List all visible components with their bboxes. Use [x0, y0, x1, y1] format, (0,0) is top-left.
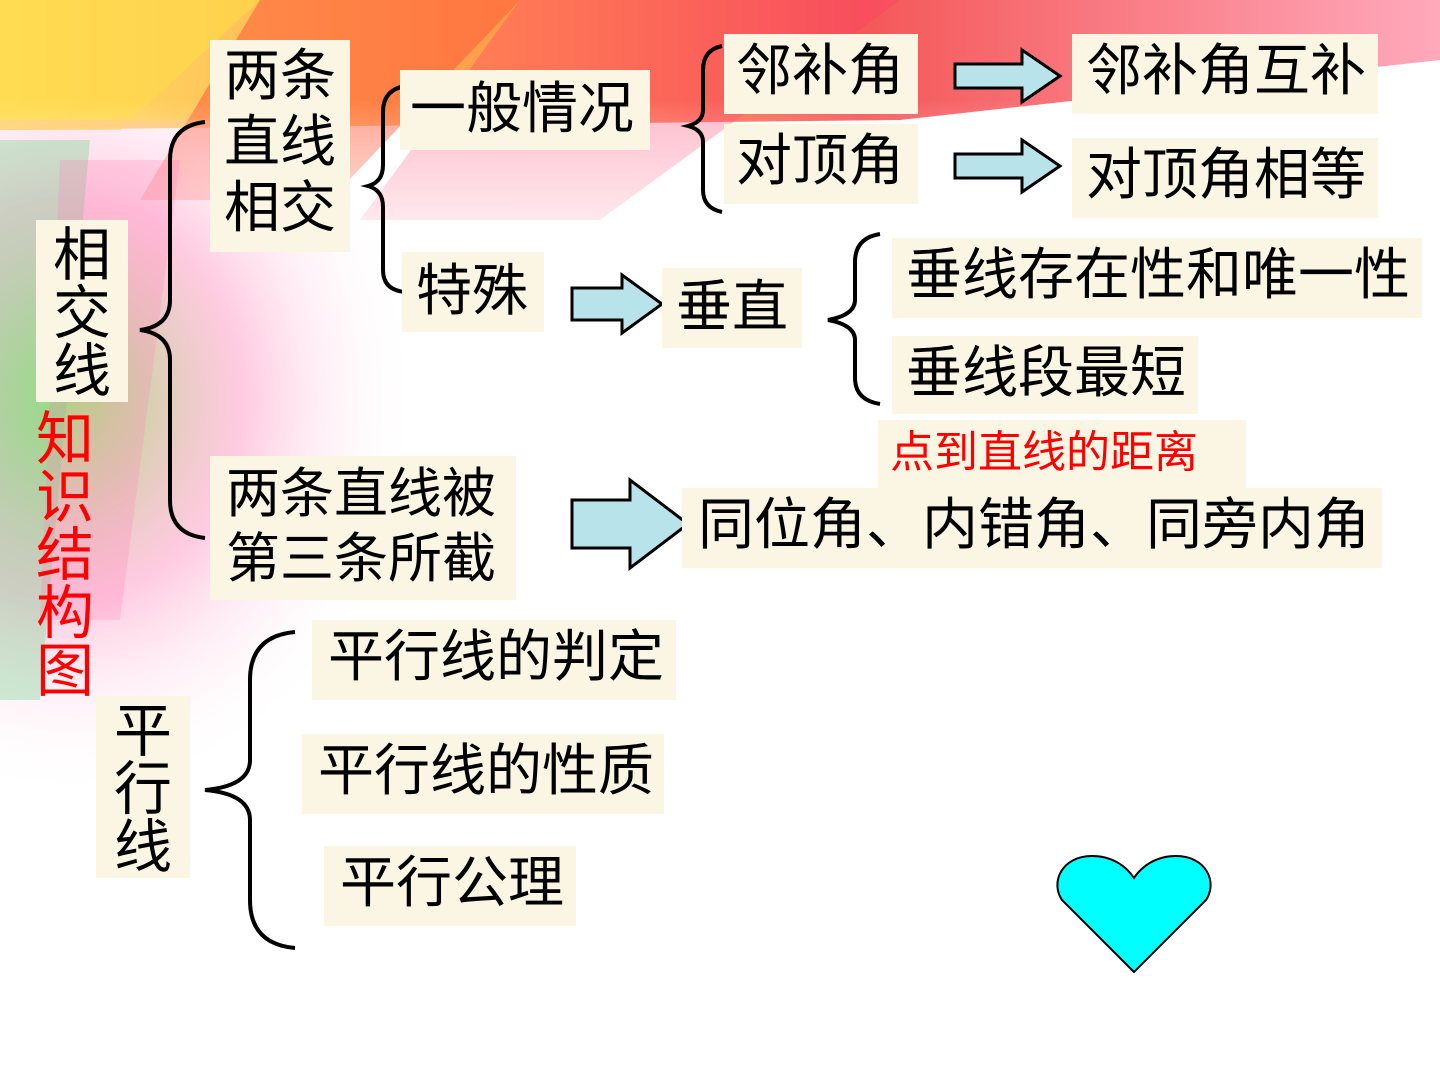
node-chuixianduan-zuiduan: 垂线段最短	[892, 336, 1198, 414]
node-sanxian-line2: 第三条所截	[226, 526, 496, 590]
brace-chuizhi	[827, 232, 881, 406]
node-chuixian-cunzai: 垂线存在性和唯一性	[892, 238, 1422, 318]
brace-xiangjiaoxian	[139, 120, 206, 540]
arrow-duidingjiao	[953, 137, 1063, 195]
arrow-sanxian	[570, 476, 691, 572]
node-linbujiao: 邻补角	[724, 34, 918, 114]
node-teshu: 特殊	[402, 252, 544, 332]
node-sanxian-line1: 两条直线被	[226, 462, 496, 525]
node-duidingjiao: 对顶角	[724, 124, 918, 204]
node-liangtiao-xiangjiao: 两条直线相交	[210, 40, 350, 252]
node-pingxingxian: 平行线	[96, 696, 190, 878]
node-pingxing-xingzhi: 平行线的性质	[302, 734, 664, 814]
brace-angles	[680, 44, 723, 214]
node-linbujiao-hubu: 邻补角互补	[1072, 34, 1378, 114]
node-xiangjiaoxian: 相交线	[36, 220, 128, 402]
arrow-teshu	[570, 272, 665, 336]
arrow-linbujiao	[953, 47, 1063, 105]
node-duidingjiao-xiangdeng: 对顶角相等	[1072, 138, 1378, 218]
brace-pingxingxian	[204, 630, 296, 950]
node-chuizhi: 垂直	[662, 268, 802, 348]
node-pingxing-panding: 平行线的判定	[312, 620, 676, 700]
knowledge-structure-title: 知识结构图	[36, 405, 95, 705]
node-yiban-qingkuang: 一般情况	[400, 70, 650, 150]
heart-icon[interactable]	[1056, 852, 1212, 976]
node-dian-dao-zhixian-juli: 点到直线的距离	[878, 420, 1246, 490]
node-pingxing-gongli: 平行公理	[324, 846, 576, 926]
node-tongwei-neicuo-tongpang: 同位角、内错角、同旁内角	[682, 488, 1382, 568]
node-sanxian-jiejiao: 两条直线被 第三条所截	[210, 456, 516, 600]
